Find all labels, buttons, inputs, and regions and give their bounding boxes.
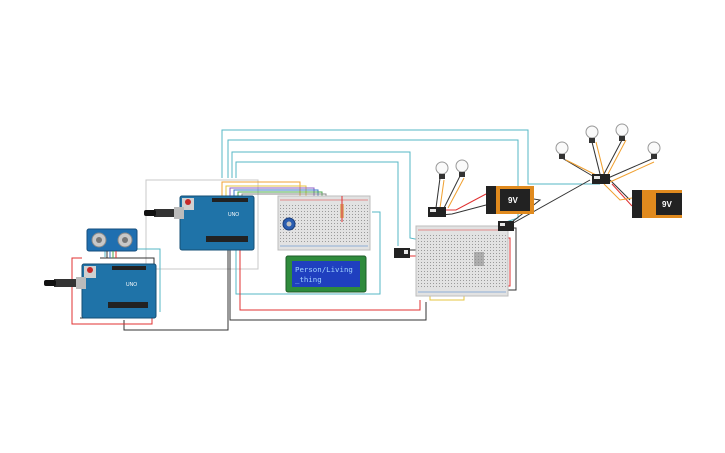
bulb-icon[interactable] [615,123,629,141]
relay-3[interactable] [498,221,514,231]
bulb-icon[interactable] [585,125,599,143]
resistor [340,196,344,222]
usb-plug-icon [44,277,86,289]
lcd-display[interactable]: Person/Living _thing [285,255,367,293]
potentiometer-icon[interactable] [282,217,296,231]
wire-bulb-5[interactable] [603,139,623,175]
lcd-line-1: Person/Living [295,265,353,274]
relay-4[interactable] [592,174,610,184]
wire-orange-1[interactable] [221,181,301,196]
selection-frame [145,179,259,270]
wire-black-a1[interactable] [123,250,229,331]
breadboard-2[interactable] [415,225,509,297]
wire-bulb-6b[interactable] [609,161,655,183]
wire-bulb-4[interactable] [591,141,601,175]
uno-label-1: UNO [126,282,137,288]
wire-teal-lcd[interactable] [235,211,381,295]
wire-bulb-1a[interactable] [435,177,441,209]
wire-bulb-3b[interactable] [565,159,599,177]
wire-teal-3[interactable] [231,151,421,241]
battery-9v-1[interactable]: 9V [486,186,534,214]
wire-red-a1[interactable] [71,257,153,325]
wire-black-relay3[interactable] [507,179,591,227]
relay-2[interactable] [428,207,446,217]
wire-red-main[interactable] [239,250,421,311]
wire-red-bat2[interactable] [611,183,633,207]
bulb-icon[interactable] [647,141,661,159]
wire-bulb-5b[interactable] [607,139,627,175]
battery-9v-2[interactable]: 9V [632,190,682,218]
wire-black-main[interactable] [229,250,427,321]
bulb-icon[interactable] [555,141,569,159]
wire-teal-top[interactable] [221,129,600,185]
wire-bulb-4b[interactable] [595,141,605,175]
battery-label-2: 9V [662,200,672,209]
lcd-line-2: _thing [295,275,322,284]
usb-plug-icon [144,207,184,219]
wire-black-bat2[interactable] [609,179,631,201]
bulb-icon[interactable] [435,161,449,179]
arduino-uno-2[interactable]: UNO [179,195,255,251]
wire-bulb-2b[interactable] [447,177,465,209]
battery-label-1: 9V [508,196,518,205]
wire-bulb-6[interactable] [607,157,655,179]
wire-bulb-2a[interactable] [443,175,461,209]
bulb-icon[interactable] [455,159,469,177]
wire-teal-2[interactable] [227,139,519,225]
relay-1[interactable] [394,248,410,258]
wire-bulb-1b[interactable] [439,179,445,209]
wire-black-right[interactable] [508,227,517,291]
ultrasonic-sensor-icon[interactable] [86,228,138,258]
uno-label-2: UNO [228,212,239,218]
wire-orange-right[interactable] [603,183,633,201]
arduino-uno-1[interactable]: UNO [81,263,157,319]
wire-teal-4[interactable] [235,161,399,246]
